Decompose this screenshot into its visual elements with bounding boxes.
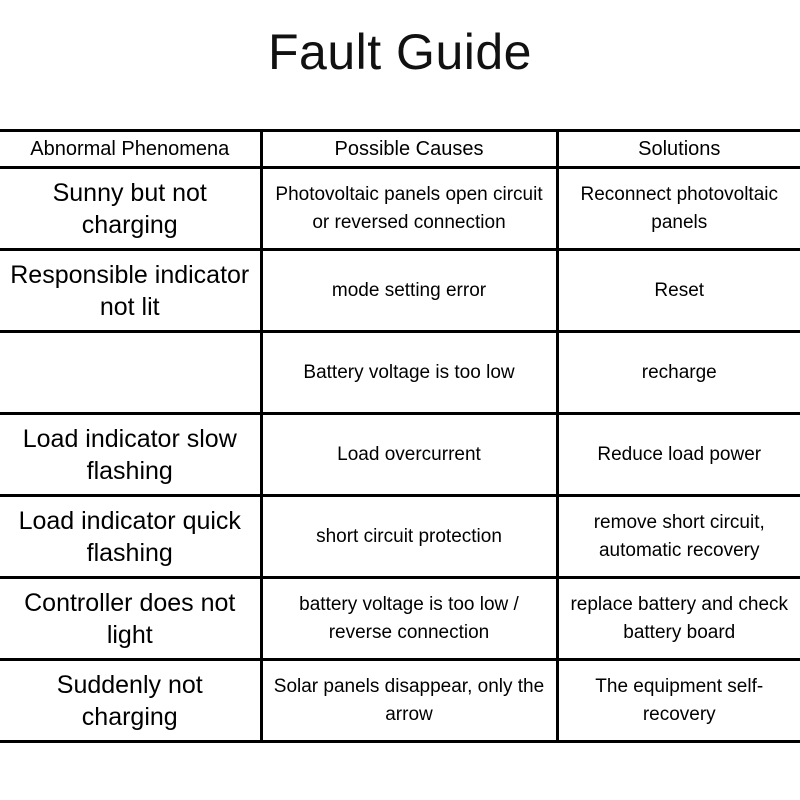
table-body: Sunny but not charging Photovoltaic pane… [0, 166, 800, 743]
column-header-possible-causes: Possible Causes [259, 129, 559, 169]
cell-solution: recharge [557, 330, 800, 415]
cell-phenomenon: Controller does not light [0, 576, 261, 661]
cell-phenomenon: Sunny but not charging [0, 166, 261, 251]
cell-cause: Load overcurrent [259, 412, 559, 497]
cell-phenomenon: Responsible indicator not lit [0, 248, 261, 333]
cell-cause: Battery voltage is too low [259, 330, 559, 415]
column-header-abnormal-phenomena: Abnormal Phenomena [0, 129, 261, 169]
cell-phenomenon: Load indicator quick flashing [0, 494, 261, 579]
cell-cause: Photovoltaic panels open circuit or reve… [259, 166, 559, 251]
cell-cause: short circuit protection [259, 494, 559, 579]
cell-cause: battery voltage is too low / reverse con… [259, 576, 559, 661]
cell-solution: remove short circuit, automatic recovery [557, 494, 800, 579]
table-row: Suddenly not charging Solar panels disap… [0, 658, 800, 743]
cell-phenomenon [0, 330, 261, 415]
table-row: Controller does not light battery voltag… [0, 576, 800, 661]
fault-guide-table: Abnormal Phenomena Possible Causes Solut… [0, 129, 800, 743]
table-row: Load indicator quick flashing short circ… [0, 494, 800, 579]
table-row: Load indicator slow flashing Load overcu… [0, 412, 800, 497]
cell-solution: Reconnect photovoltaic panels [557, 166, 800, 251]
cell-solution: The equipment self-recovery [557, 658, 800, 743]
cell-phenomenon: Suddenly not charging [0, 658, 261, 743]
table-header-row: Abnormal Phenomena Possible Causes Solut… [0, 129, 800, 169]
table-row: Responsible indicator not lit mode setti… [0, 248, 800, 333]
column-header-solutions: Solutions [557, 129, 800, 169]
cell-cause: Solar panels disappear, only the arrow [259, 658, 559, 743]
cell-solution: Reduce load power [557, 412, 800, 497]
cell-phenomenon: Load indicator slow flashing [0, 412, 261, 497]
page-title: Fault Guide [268, 24, 532, 80]
fault-guide-table-container: Abnormal Phenomena Possible Causes Solut… [0, 129, 800, 743]
cell-solution: replace battery and check battery board [557, 576, 800, 661]
cell-cause: mode setting error [259, 248, 559, 333]
table-header: Abnormal Phenomena Possible Causes Solut… [0, 129, 800, 169]
table-row: Battery voltage is too low recharge [0, 330, 800, 415]
cell-solution: Reset [557, 248, 800, 333]
table-row: Sunny but not charging Photovoltaic pane… [0, 166, 800, 251]
